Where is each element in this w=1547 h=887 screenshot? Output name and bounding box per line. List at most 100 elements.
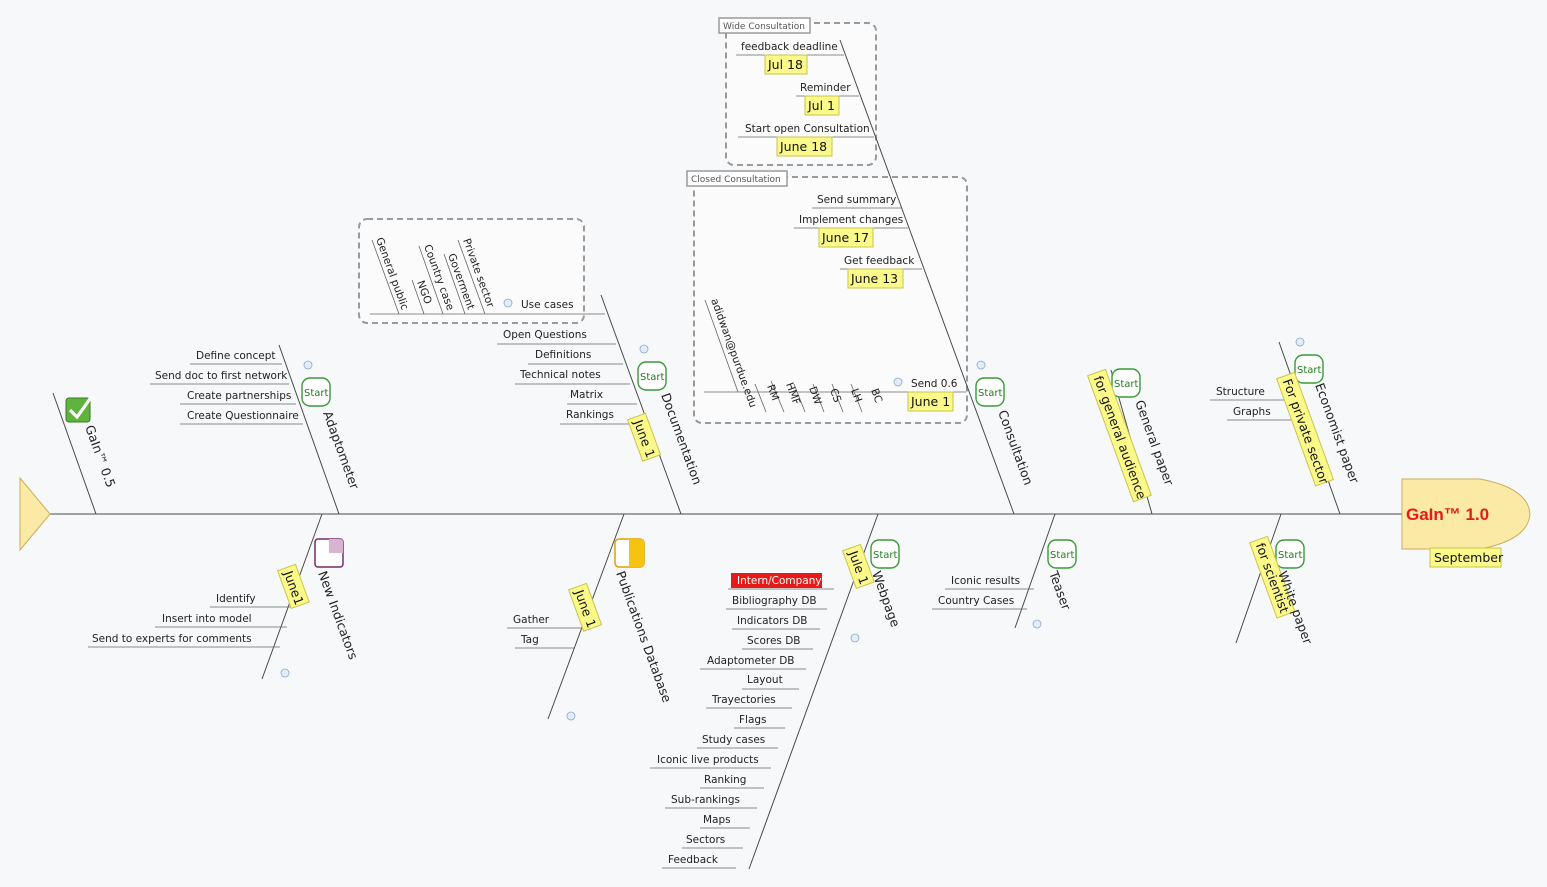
collapse-icon[interactable] xyxy=(1032,619,1042,629)
svg-text:Start: Start xyxy=(978,388,1003,399)
webpage-label[interactable]: Webpage xyxy=(869,569,903,629)
start-icon: Start xyxy=(637,361,667,391)
recipient-item[interactable]: BC xyxy=(868,387,884,405)
webpage-item[interactable]: Sectors xyxy=(686,834,725,846)
webpage-item[interactable]: Study cases xyxy=(702,734,765,746)
svg-text:Start: Start xyxy=(1297,365,1322,376)
collapse-icon[interactable] xyxy=(893,377,903,387)
date-tag xyxy=(764,54,808,75)
documentation-item[interactable]: Definitions xyxy=(535,349,591,361)
webpage-item[interactable]: Adaptometer DB xyxy=(707,655,795,667)
collapse-icon[interactable] xyxy=(1295,337,1305,347)
closed-consultation-date: June 13 xyxy=(850,271,898,286)
new-indicators-label[interactable]: New Indicators xyxy=(315,569,361,662)
svg-text:Start: Start xyxy=(873,550,898,561)
adaptometer-item[interactable]: Create partnerships xyxy=(187,390,291,402)
wide-consultation-group xyxy=(725,22,877,166)
closed-consultation-item[interactable]: Implement changes xyxy=(799,214,903,226)
wide-consultation-item[interactable]: Reminder xyxy=(800,82,851,94)
webpage-item[interactable]: Indicators DB xyxy=(737,615,808,627)
webpage-item[interactable]: Layout xyxy=(747,674,783,686)
recipient-item[interactable]: CS xyxy=(827,387,843,405)
closed-consultation-item[interactable]: Send summary xyxy=(817,194,896,206)
publications-date-tag: June 1 xyxy=(567,582,603,632)
wide-consultation-title: Wide Consultation xyxy=(723,22,805,32)
webpage-item[interactable]: Scores DB xyxy=(747,635,801,647)
new-indicators-item[interactable]: Identify xyxy=(216,593,256,605)
documentation-item[interactable]: Technical notes xyxy=(519,369,601,381)
documentation-item[interactable]: Open Questions xyxy=(503,329,587,341)
svg-text:Start: Start xyxy=(640,372,665,383)
economist-paper-item[interactable]: Structure xyxy=(1216,386,1265,398)
head-shape[interactable] xyxy=(1401,478,1531,550)
publications-item[interactable]: Tag xyxy=(520,634,539,646)
webpage-item[interactable]: Flags xyxy=(739,714,767,726)
teaser-item[interactable]: Iconic results xyxy=(951,575,1020,587)
documentation-item[interactable]: Matrix xyxy=(570,389,603,401)
new-indicators-item[interactable]: Send to experts for comments xyxy=(92,633,252,645)
collapse-icon[interactable] xyxy=(503,298,513,308)
svg-text:Start: Start xyxy=(1050,550,1075,561)
adaptometer-bone xyxy=(278,344,340,515)
consultation-label[interactable]: Consultation xyxy=(995,408,1036,487)
publications-label[interactable]: Publications Database xyxy=(613,569,675,705)
tail-shape xyxy=(19,476,51,552)
teaser-item[interactable]: Country Cases xyxy=(938,595,1014,607)
webpage-item[interactable]: Maps xyxy=(703,814,731,826)
date-tag xyxy=(907,391,954,412)
collapse-icon[interactable] xyxy=(976,360,986,370)
documentation-item[interactable]: Rankings xyxy=(566,409,614,421)
documentation-bone xyxy=(600,294,682,515)
webpage-item[interactable]: Feedback xyxy=(668,854,719,866)
adaptometer-item[interactable]: Send doc to first network xyxy=(155,370,288,382)
wide-consultation-item[interactable]: feedback deadline xyxy=(741,41,838,53)
consultation-bone xyxy=(839,39,1015,515)
collapse-icon[interactable] xyxy=(280,668,290,678)
recipient-item[interactable]: LH xyxy=(848,387,864,404)
wide-consultation-item[interactable]: Start open Consultation xyxy=(745,123,870,135)
start-icon: Start xyxy=(1294,354,1324,384)
closed-consultation-title-box xyxy=(686,170,788,187)
documentation-item[interactable]: Use cases xyxy=(521,299,574,311)
closed-consultation-title: Closed Consultation xyxy=(691,175,781,185)
half-done-icon xyxy=(614,538,645,568)
done-checkbox-icon xyxy=(65,395,94,423)
collapse-icon[interactable] xyxy=(639,344,649,354)
teaser-bone xyxy=(1014,513,1056,629)
head-date-box xyxy=(1429,547,1502,568)
new-indicators-item[interactable]: Insert into model xyxy=(162,613,252,625)
closed-consultation-item[interactable]: Get feedback xyxy=(844,255,915,267)
adaptometer-item[interactable]: Define concept xyxy=(196,350,275,362)
teaser-label[interactable]: Teaser xyxy=(1046,568,1074,613)
send-item[interactable]: Send 0.6 xyxy=(911,378,958,390)
start-icon: Start xyxy=(1111,368,1141,398)
closed-consultation-date: June 17 xyxy=(821,230,869,245)
webpage-item[interactable]: Ranking xyxy=(704,774,746,786)
start-icon: Start xyxy=(975,377,1005,407)
intern-company-highlight xyxy=(731,573,822,588)
collapse-icon[interactable] xyxy=(850,633,860,643)
white-paper-bone xyxy=(1235,513,1282,644)
webpage-item[interactable]: Iconic live products xyxy=(657,754,759,766)
tail-bone-line xyxy=(52,392,97,515)
webpage-item[interactable]: Intern/Company xyxy=(737,575,822,587)
head-title: GaIn™ 1.0 xyxy=(1406,505,1489,524)
send-date: June 1 xyxy=(910,394,950,409)
date-tag xyxy=(847,268,904,289)
head-date: September xyxy=(1434,550,1504,565)
new-indicators-date-tag: June1 xyxy=(276,563,310,610)
publications-item[interactable]: Gather xyxy=(513,614,550,626)
webpage-item[interactable]: Bibliography DB xyxy=(732,595,817,607)
recipient-item[interactable]: RM xyxy=(764,383,781,402)
date-tag xyxy=(804,95,840,116)
svg-text:Start: Start xyxy=(1278,550,1303,561)
wide-consultation-date: Jul 1 xyxy=(807,98,835,113)
webpage-item[interactable]: Sub-rankings xyxy=(671,794,740,806)
adaptometer-item[interactable]: Create Questionnaire xyxy=(187,410,299,422)
collapse-icon[interactable] xyxy=(566,711,576,721)
webpage-item[interactable]: Trayectories xyxy=(711,694,776,706)
tail-label: GaIn™ 0.5 xyxy=(82,423,118,490)
collapse-icon[interactable] xyxy=(303,360,313,370)
economist-paper-item[interactable]: Graphs xyxy=(1233,406,1271,418)
